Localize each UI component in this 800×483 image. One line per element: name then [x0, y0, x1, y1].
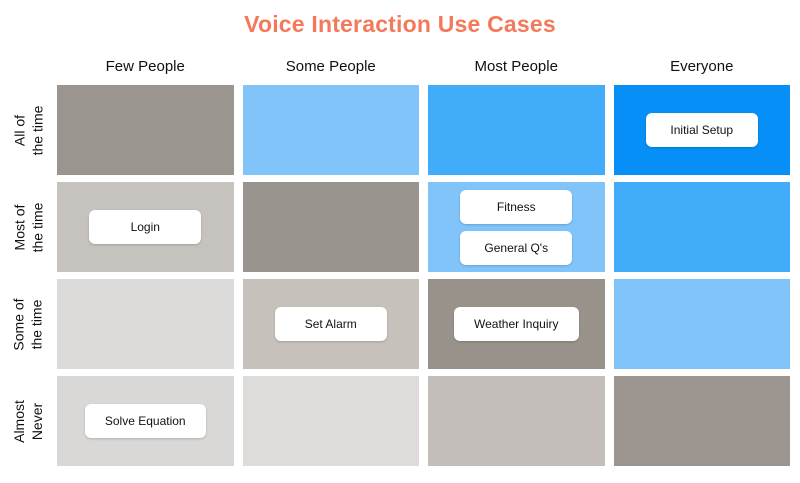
column-header-everyone: Everyone — [670, 58, 734, 75]
matrix-cell-r4c1: Solve Equation — [57, 376, 234, 466]
column-headers: Few People Some People Most People Every… — [57, 58, 790, 75]
matrix-cell-r3c1 — [57, 279, 234, 369]
matrix-cell-r4c4 — [613, 376, 790, 466]
row-label-line: Most of — [11, 204, 27, 250]
row-labels: All of the time Most of the time Some of… — [0, 85, 57, 466]
cell-label-pill: Set Alarm — [274, 307, 387, 341]
row-label-line: the time — [28, 299, 45, 349]
matrix-cell-r3c3: Weather Inquiry — [428, 279, 605, 369]
matrix-cell-r2c1: Login — [57, 182, 234, 272]
column-header-some-people: Some People — [285, 58, 376, 75]
matrix-cell-r1c1 — [57, 85, 234, 175]
matrix-cell-r2c2 — [242, 182, 419, 272]
row-label-text: Almost Never — [11, 400, 46, 443]
row-label-line: the time — [28, 202, 45, 252]
row-label-most-of-the-time: Most of the time — [0, 182, 57, 272]
cell-label-pill: Login — [89, 210, 202, 244]
row-label-line: the time — [28, 105, 45, 155]
matrix-cell-r2c4 — [613, 182, 790, 272]
matrix-cell-r3c4 — [613, 279, 790, 369]
row-label-line: Never — [28, 402, 45, 440]
row-label-some-of-the-time: Some of the time — [0, 279, 57, 369]
cell-label-pill: Fitness — [460, 189, 573, 224]
cell-label-pill: Initial Setup — [645, 113, 758, 147]
matrix-cell-r1c3 — [428, 85, 605, 175]
cell-label-pill: Weather Inquiry — [454, 307, 579, 341]
chart-title: Voice Interaction Use Cases — [244, 11, 556, 37]
matrix-cell-r3c2: Set Alarm — [242, 279, 419, 369]
row-label-line: Some of — [10, 297, 27, 351]
row-label-text: Most of the time — [11, 202, 46, 252]
column-header-most-people: Most People — [474, 58, 558, 75]
cell-label-pill: General Q's — [460, 230, 573, 265]
row-label-all-of-the-time: All of the time — [0, 85, 57, 175]
matrix-cell-r1c4: Initial Setup — [613, 85, 790, 175]
row-label-text: All of the time — [11, 105, 46, 155]
column-header-few-people: Few People — [105, 58, 185, 75]
matrix-cell-r1c2 — [242, 85, 419, 175]
row-label-text: Some of the time — [11, 298, 46, 350]
matrix-cell-r4c3 — [428, 376, 605, 466]
row-label-line: All of — [11, 114, 27, 146]
row-label-line: Almost — [10, 399, 27, 443]
cell-label-pill: Solve Equation — [84, 404, 206, 438]
matrix-cell-r4c2 — [242, 376, 419, 466]
row-label-almost-never: Almost Never — [0, 376, 57, 466]
